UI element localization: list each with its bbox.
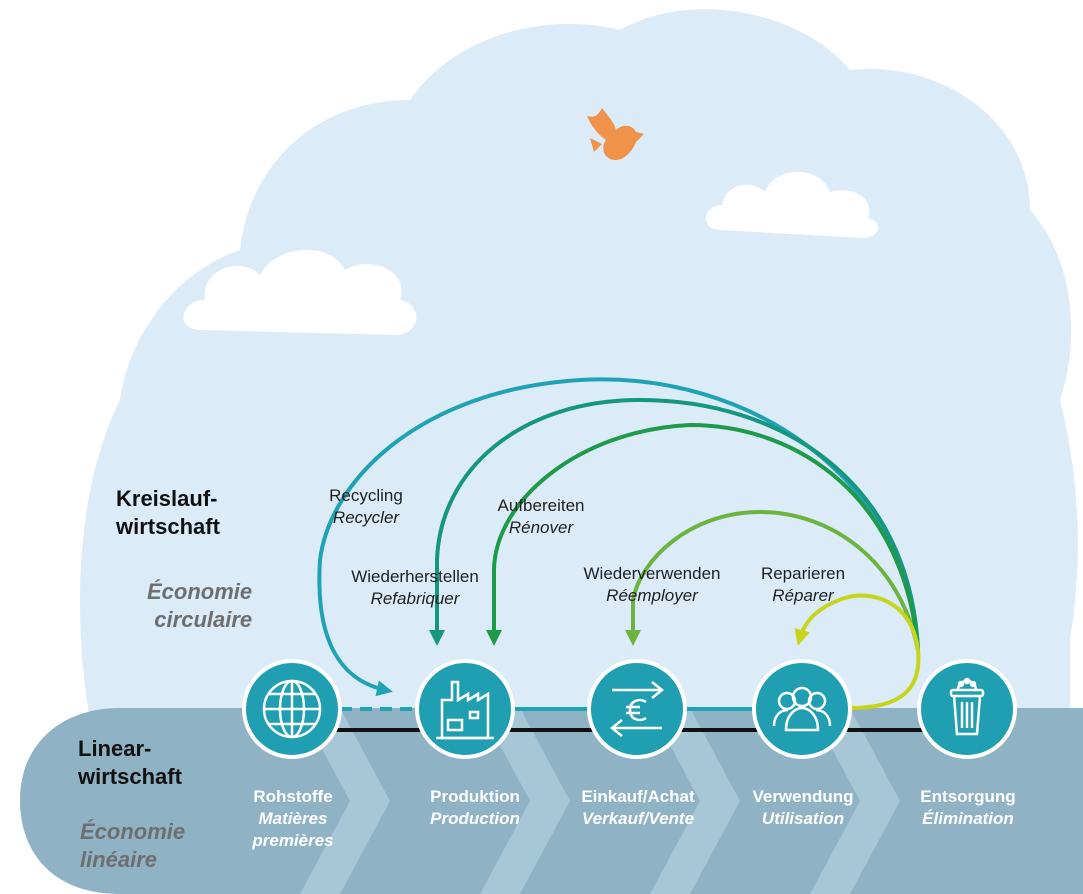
- loop-label-renovate-fr: Rénover: [508, 518, 574, 537]
- loop-label-repair: Reparieren Réparer: [761, 563, 845, 607]
- stage-label-raw-de: Rohstoffe: [253, 787, 333, 806]
- loop-label-repair-de: Reparieren: [760, 564, 846, 583]
- linear-title-de: Linear- wirtschaft: [78, 736, 182, 789]
- loop-arc-renovate: [486, 422, 920, 651]
- linear-title-fr: Économie linéaire: [80, 819, 186, 872]
- stage-node-raw: [242, 659, 342, 759]
- loop-label-repair-fr: Réparer: [772, 586, 834, 605]
- stage-label-purchase: Einkauf/Achat Verkauf/Vente: [581, 786, 694, 830]
- loop-label-reuse: Wiederverwenden Réemployer: [583, 563, 720, 607]
- euro-exchange-icon: [609, 681, 665, 737]
- circular-title-de: Kreislauf- wirtschaft: [116, 486, 220, 539]
- stage-label-raw-fr: Matières premières: [252, 809, 334, 850]
- stage-label-usage: Verwendung Utilisation: [752, 786, 853, 830]
- small-cloud-left: [183, 249, 417, 335]
- loop-label-reuse-fr: Réemployer: [606, 586, 698, 605]
- small-cloud-right: [705, 171, 879, 238]
- loop-arc-repair: [794, 593, 921, 710]
- stage-label-production-de: Produktion: [430, 787, 520, 806]
- sky-cloud: [80, 9, 1078, 720]
- stage-label-production-fr: Production: [430, 809, 520, 828]
- stage-label-production: Produktion Production: [430, 786, 520, 830]
- stage-label-usage-fr: Utilisation: [761, 809, 845, 828]
- stage-label-disposal-fr: Élimination: [922, 809, 1014, 828]
- stage-label-usage-de: Verwendung: [752, 787, 854, 806]
- stage-node-disposal: [917, 659, 1017, 759]
- people-icon: [772, 686, 832, 732]
- chevron-arrows: [300, 708, 900, 894]
- loop-label-refabricate-fr: Refabriquer: [370, 589, 460, 608]
- loop-label-recycle-fr: Recycler: [332, 508, 400, 527]
- stage-label-purchase-de: Einkauf/Achat: [581, 787, 695, 806]
- stage-label-purchase-fr: Verkauf/Vente: [581, 809, 695, 828]
- stage-node-usage: [752, 659, 852, 759]
- loop-label-refabricate: Wiederherstellen Refabriquer: [351, 566, 479, 610]
- loop-arc-refabricate: [429, 397, 920, 651]
- loop-label-renovate-de: Aufbereiten: [497, 496, 585, 515]
- stage-label-raw: Rohstoffe Matières premières: [252, 786, 333, 852]
- stage-node-production: [415, 659, 515, 759]
- loop-label-refabricate-de: Wiederherstellen: [351, 567, 479, 586]
- factory-icon: [436, 680, 494, 740]
- stage-node-purchase: [587, 659, 687, 759]
- trash-can-icon: [949, 677, 985, 736]
- loop-arc-reuse: [625, 509, 920, 651]
- loop-label-recycle: Recycling Recycler: [329, 485, 403, 529]
- loop-arc-recycle: [317, 377, 920, 697]
- circular-title-fr: Économie circulaire: [147, 579, 253, 632]
- globe-icon: [262, 679, 322, 739]
- loop-label-renovate: Aufbereiten Rénover: [498, 495, 585, 539]
- stage-label-disposal-de: Entsorgung: [920, 787, 1016, 806]
- loop-label-reuse-de: Wiederverwenden: [583, 564, 721, 583]
- stage-label-disposal: Entsorgung Élimination: [920, 786, 1015, 830]
- bird-icon: [587, 108, 644, 160]
- loop-label-recycle-de: Recycling: [329, 486, 403, 505]
